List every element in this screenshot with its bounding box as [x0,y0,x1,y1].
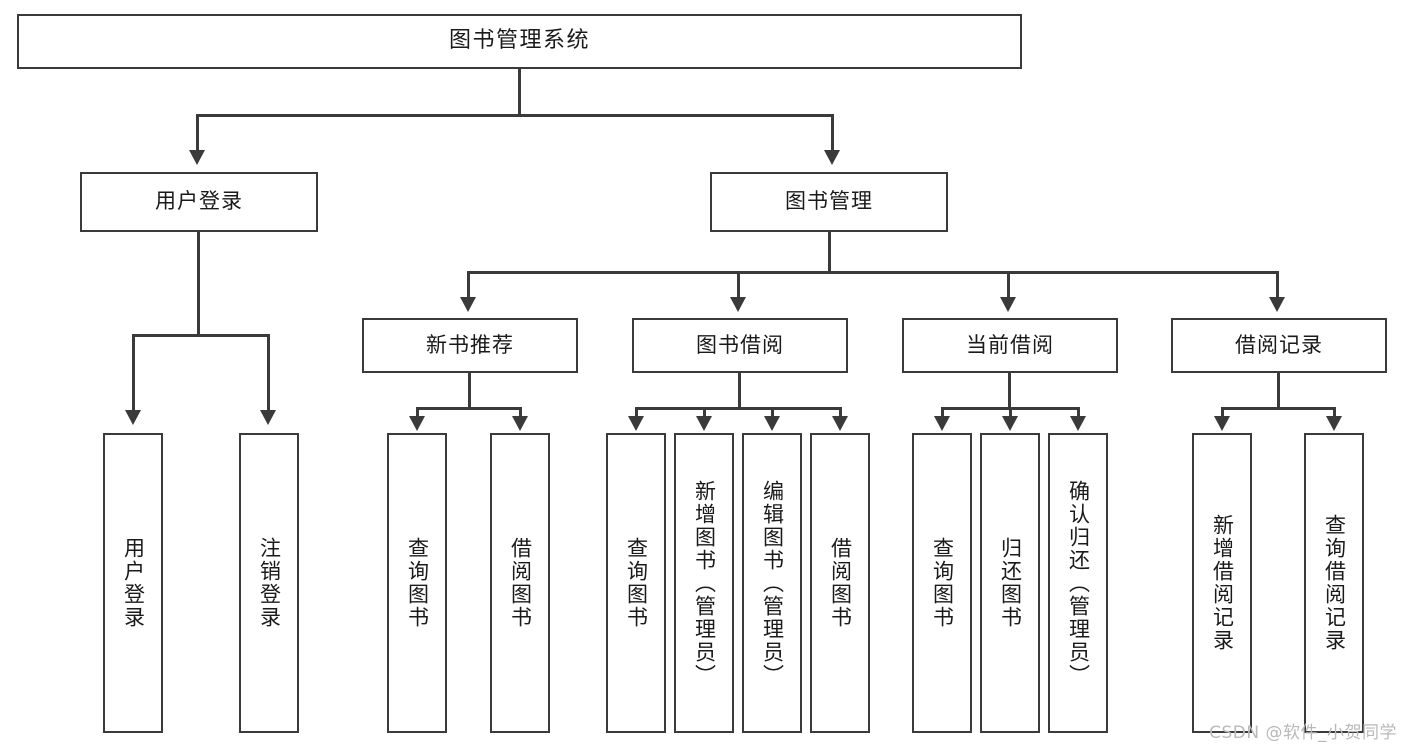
arrowhead-leaf-return-book [1002,416,1018,431]
connector-borrow-record-bus [1221,407,1336,410]
arrowhead-leaf-query-book-1 [409,416,425,431]
node-user-login[interactable]: 用户登录 [80,172,318,232]
connector-level3-bus [467,271,1279,274]
arrowhead-to-new-book-recommend [460,297,476,312]
node-label: 新书推荐 [426,332,514,357]
node-leaf-borrow-book-2[interactable]: 借阅图书 [810,433,870,733]
node-leaf-user-logout[interactable]: 注销登录 [239,433,299,733]
node-leaf-add-book[interactable]: 新增图书（管理员） [674,433,734,733]
node-borrow-record[interactable]: 借阅记录 [1171,318,1387,373]
connector-cb-leaf3 [1077,407,1080,419]
node-leaf-add-record[interactable]: 新增借阅记录 [1192,433,1252,733]
connector-br-leaf2 [1333,407,1336,419]
node-leaf-borrow-book-1[interactable]: 借阅图书 [490,433,550,733]
connector-bb-leaf1 [635,407,638,419]
node-label: 图书管理系统 [448,28,590,54]
connector-user-login-bus [132,334,269,337]
arrowhead-leaf-borrow-book-1 [512,416,528,431]
connector-cb-leaf2 [1009,407,1012,419]
connector-level1-bus [196,114,834,117]
csdn-watermark: CSDN @软件_小贺同学 [1209,723,1397,743]
node-label: 注销登录 [257,537,282,629]
node-label: 借阅图书 [508,537,533,629]
connector-to-borrow-record [1276,271,1279,299]
arrowhead-to-current-borrow [1000,297,1016,312]
connector-cb-leaf1 [941,407,944,419]
connector-book-borrow-stem [738,373,741,410]
node-leaf-query-record[interactable]: 查询借阅记录 [1304,433,1364,733]
connector-br-leaf1 [1221,407,1224,419]
arrowhead-leaf-user-login [125,410,141,425]
connector-bb-leaf4 [839,407,842,419]
connector-book-borrow-bus [635,407,842,410]
node-label: 用户登录 [121,537,146,629]
arrowhead-leaf-query-book-2 [628,416,644,431]
connector-root-stem [518,69,521,116]
arrowhead-leaf-query-record [1326,416,1342,431]
node-label: 确认归还（管理员） [1066,479,1091,687]
connector-to-new-book-recommend [467,271,470,299]
node-label: 编辑图书（管理员） [760,479,785,687]
connector-borrow-record-stem [1277,373,1280,410]
node-label: 新增图书（管理员） [692,479,717,687]
node-label: 当前借阅 [966,332,1054,357]
connector-user-login-leaf2 [267,334,270,412]
connector-bb-leaf3 [771,407,774,419]
node-label: 图书管理 [785,189,873,214]
connector-nbr-leaf2 [519,407,522,419]
node-book-management[interactable]: 图书管理 [710,172,948,232]
node-leaf-query-book-2[interactable]: 查询图书 [606,433,666,733]
node-label: 查询借阅记录 [1322,514,1347,652]
node-book-borrow[interactable]: 图书借阅 [632,318,848,373]
node-current-borrow[interactable]: 当前借阅 [902,318,1118,373]
connector-to-user-login [196,114,199,152]
arrowhead-to-book-management [824,150,840,165]
node-leaf-edit-book[interactable]: 编辑图书（管理员） [742,433,802,733]
node-label: 图书借阅 [696,332,784,357]
node-leaf-query-book-3[interactable]: 查询图书 [912,433,972,733]
arrowhead-leaf-confirm-return [1070,416,1086,431]
connector-new-book-recommend-stem [468,373,471,410]
connector-user-login-stem [197,232,200,337]
connector-to-current-borrow [1007,271,1010,299]
node-label: 查询图书 [930,537,955,629]
arrowhead-to-borrow-record [1269,297,1285,312]
node-leaf-return-book[interactable]: 归还图书 [980,433,1040,733]
connector-nbr-leaf1 [416,407,419,419]
arrowhead-leaf-user-logout [260,410,276,425]
connector-to-book-management [831,114,834,152]
node-label: 借阅图书 [828,537,853,629]
connector-book-management-stem [828,232,831,274]
arrowhead-leaf-add-record [1214,416,1230,431]
node-label: 归还图书 [998,537,1023,629]
node-label: 借阅记录 [1235,332,1323,357]
connector-to-book-borrow [737,271,740,299]
arrowhead-to-user-login [189,150,205,165]
arrowhead-leaf-add-book [696,416,712,431]
node-label: 查询图书 [405,537,430,629]
connector-bb-leaf2 [703,407,706,419]
node-leaf-query-book-1[interactable]: 查询图书 [387,433,447,733]
connector-new-book-recommend-bus [416,407,522,410]
node-leaf-user-login[interactable]: 用户登录 [103,433,163,733]
node-new-book-recommend[interactable]: 新书推荐 [362,318,578,373]
node-root-book-management-system[interactable]: 图书管理系统 [17,14,1022,69]
arrowhead-leaf-borrow-book-2 [832,416,848,431]
connector-user-login-leaf1 [132,334,135,412]
node-label: 查询图书 [624,537,649,629]
arrowhead-to-book-borrow [730,297,746,312]
arrowhead-leaf-edit-book [764,416,780,431]
node-leaf-confirm-return[interactable]: 确认归还（管理员） [1048,433,1108,733]
node-label: 新增借阅记录 [1210,514,1235,652]
arrowhead-leaf-query-book-3 [934,416,950,431]
connector-current-borrow-stem [1008,373,1011,410]
node-label: 用户登录 [155,189,243,214]
